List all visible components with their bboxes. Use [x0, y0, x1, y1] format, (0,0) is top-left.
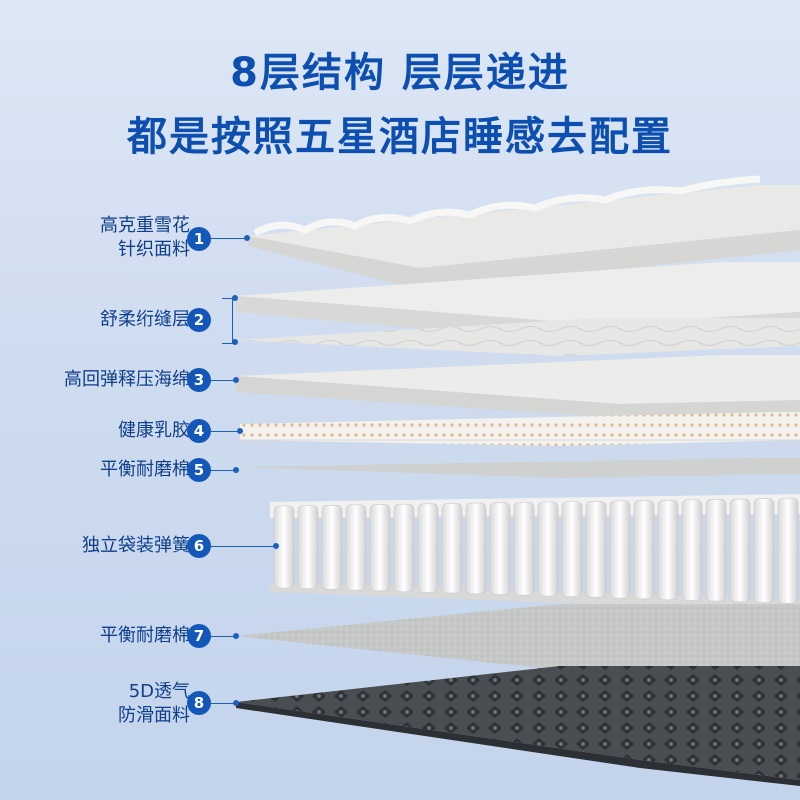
headline-line2: 都是按照五星酒店睡感去配置	[127, 114, 673, 160]
connector-2-bracket	[222, 298, 233, 344]
spring-coil	[777, 498, 799, 604]
spring-coil	[489, 502, 511, 595]
label-layer-1: 高克重雪花 针织面料	[100, 214, 190, 262]
layer-3-foam	[236, 355, 800, 418]
spring-coil	[513, 502, 535, 596]
connector-dot-4	[237, 428, 243, 434]
spring-coil	[369, 504, 391, 592]
connector-dot-2b	[232, 339, 238, 345]
label-layer-3: 高回弹释压海绵	[64, 368, 190, 392]
spring-coil	[633, 500, 655, 600]
label-layer-2: 舒柔绗缝层	[100, 308, 190, 332]
badge-4: 4	[187, 419, 211, 443]
headline-line1: 8层结构 层层递进	[230, 50, 570, 96]
badge-5: 5	[187, 458, 211, 482]
connector-dot-3	[233, 377, 239, 383]
spring-coil	[297, 505, 319, 590]
layer-4-latex	[240, 412, 800, 446]
connector-dot-7	[233, 633, 239, 639]
label-layer-5-line1: 平衡耐磨棉	[100, 459, 190, 480]
label-layer-1-line1: 高克重雪花	[100, 215, 190, 236]
label-layer-4-line1: 健康乳胶	[118, 420, 190, 441]
connector-1	[211, 238, 246, 239]
connector-4	[211, 431, 239, 432]
connector-dot-8	[233, 700, 239, 706]
label-layer-3-line1: 高回弹释压海绵	[64, 369, 190, 390]
spring-coil	[537, 501, 559, 597]
spring-coil	[753, 498, 775, 603]
connector-6	[211, 546, 275, 547]
spring-coil	[393, 503, 415, 592]
connector-3	[211, 380, 236, 381]
badge-6: 6	[187, 534, 211, 558]
spring-coil	[417, 503, 439, 593]
connector-5	[211, 470, 235, 471]
layer-6-pocket-springs	[270, 494, 800, 612]
connector-dot-5	[233, 467, 239, 473]
label-layer-7: 平衡耐磨棉	[100, 624, 190, 648]
layer-2-quilted-layer	[236, 262, 800, 356]
spring-coil	[657, 499, 679, 600]
spring-coil	[729, 498, 751, 603]
layer-5-felt	[236, 458, 800, 478]
connector-7	[211, 636, 235, 637]
spring-coil	[441, 503, 463, 594]
badge-7: 7	[187, 624, 211, 648]
spring-coil	[705, 499, 727, 602]
badge-8: 8	[187, 691, 211, 715]
label-layer-4: 健康乳胶	[118, 419, 190, 443]
spring-coil	[609, 500, 631, 599]
badge-2: 2	[187, 308, 211, 332]
label-layer-2-line1: 舒柔绗缝层	[100, 309, 190, 330]
spring-coil	[585, 500, 607, 598]
label-layer-7-line1: 平衡耐磨棉	[100, 625, 190, 646]
label-layer-8: 5D透气 防滑面料	[118, 680, 190, 728]
connector-dot-2a	[232, 295, 238, 301]
label-layer-8-line2: 防滑面料	[118, 705, 190, 726]
connector-dot-1	[244, 235, 250, 241]
spring-coil	[345, 504, 367, 591]
connector-dot-6	[273, 543, 279, 549]
spring-coil	[465, 502, 487, 595]
badge-1: 1	[187, 227, 211, 251]
connector-8	[211, 703, 235, 704]
label-layer-8-line1: 5D透气	[128, 681, 190, 702]
badge-3: 3	[187, 368, 211, 392]
label-layer-6: 独立袋装弹簧	[82, 534, 190, 558]
label-layer-6-line1: 独立袋装弹簧	[82, 535, 190, 556]
label-layer-1-line2: 针织面料	[118, 239, 190, 260]
layer-8-anti-slip-fabric	[236, 666, 800, 786]
spring-coil	[321, 504, 343, 590]
label-layer-5: 平衡耐磨棉	[100, 458, 190, 482]
spring-coil	[561, 501, 583, 598]
layer-1-knit-fabric	[248, 175, 800, 290]
spring-coil	[681, 499, 703, 601]
